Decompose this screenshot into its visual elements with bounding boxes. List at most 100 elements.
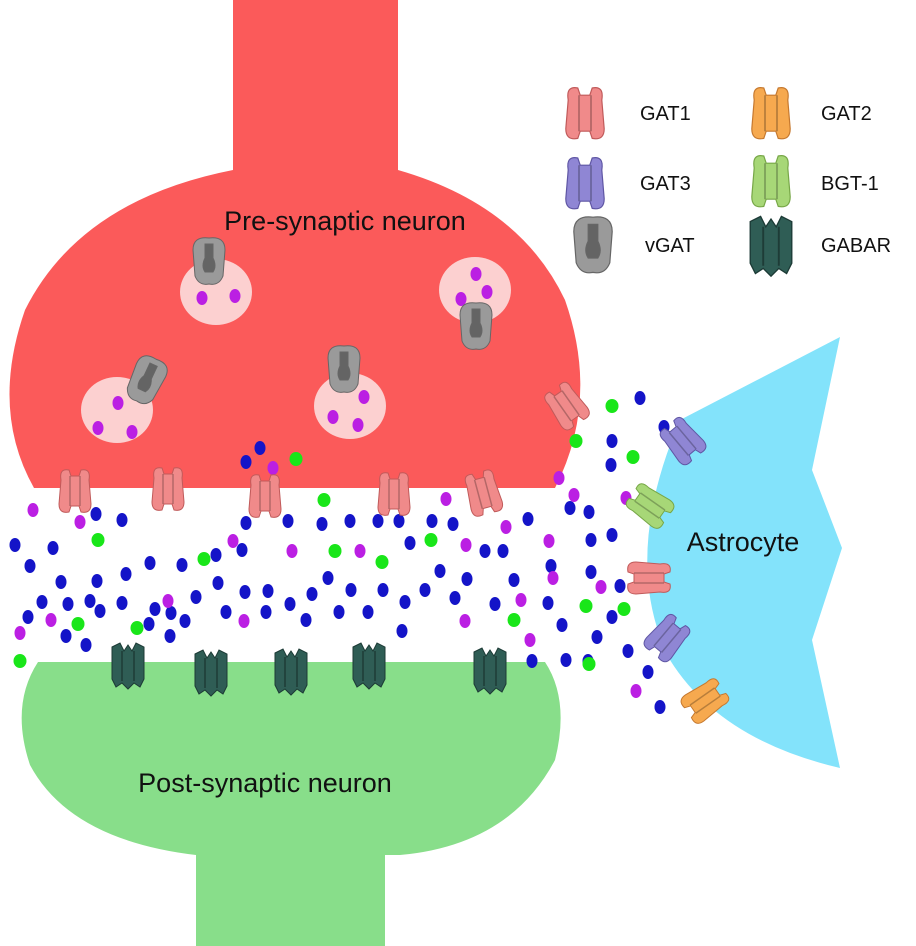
gaba-molecule-dot [583, 505, 595, 519]
purple-molecule-dot [45, 613, 57, 627]
purple-molecule-dot [267, 461, 279, 475]
green-molecule-dot [328, 544, 342, 558]
purple-molecule-dot [27, 503, 39, 517]
bgt1-transporter-icon [750, 154, 792, 208]
gaba-molecule-dot [396, 624, 408, 638]
gaba-molecule-dot [642, 665, 654, 679]
green-molecule-dot [289, 452, 303, 466]
purple-molecule-dot [286, 544, 298, 558]
gaba-molecule-dot [306, 587, 318, 601]
gaba-molecule-dot [404, 536, 416, 550]
gabar-receptor-icon [352, 642, 386, 690]
purple-molecule-dot [112, 396, 124, 410]
gaba-molecule-dot [333, 605, 345, 619]
vgat-transporter-icon [192, 237, 226, 285]
purple-molecule-dot [470, 267, 482, 281]
gaba-molecule-dot [62, 597, 74, 611]
gabar-receptor-icon [111, 642, 145, 690]
gaba-molecule-dot [591, 630, 603, 644]
vgat-transporter-icon [327, 345, 361, 393]
green-molecule-dot [130, 621, 144, 635]
legend-item-gat2: GAT2 [750, 86, 872, 140]
gaba-molecule-dot [372, 514, 384, 528]
gabar-receptor-icon [749, 215, 793, 278]
gaba-molecule-dot [522, 512, 534, 526]
purple-molecule-dot [459, 614, 471, 628]
legend-label-gabar: GABAR [821, 235, 891, 257]
gaba-molecule-dot [344, 514, 356, 528]
gaba-molecule-dot [22, 610, 34, 624]
legend-item-vgat: vGAT [573, 216, 695, 274]
gat3-transporter-icon [564, 156, 606, 210]
green-molecule-dot [424, 533, 438, 547]
gaba-molecule-dot [362, 605, 374, 619]
pre-synaptic-label: Pre-synaptic neuron [224, 206, 466, 236]
gaba-molecule-dot [165, 606, 177, 620]
green-molecule-dot [582, 657, 596, 671]
gabar-receptor-icon [473, 647, 507, 695]
gaba-molecule-dot [47, 541, 59, 555]
gaba-molecule-dot [634, 391, 646, 405]
gaba-molecule-dot [91, 574, 103, 588]
gaba-molecule-dot [36, 595, 48, 609]
legend-label-vgat: vGAT [645, 235, 695, 257]
gaba-molecule-dot [654, 700, 666, 714]
gaba-molecule-dot [240, 455, 252, 469]
gaba-molecule-dot [94, 604, 106, 618]
gaba-molecule-dot [120, 567, 132, 581]
gaba-molecule-dot [560, 653, 572, 667]
gaba-molecule-dot [605, 458, 617, 472]
purple-molecule-dot [229, 289, 241, 303]
gaba-molecule-dot [393, 514, 405, 528]
purple-molecule-dot [568, 488, 580, 502]
gaba-molecule-dot [479, 544, 491, 558]
gaba-molecule-dot [622, 644, 634, 658]
green-molecule-dot [626, 450, 640, 464]
purple-molecule-dot [196, 291, 208, 305]
gaba-molecule-dot [449, 591, 461, 605]
green-molecule-dot [375, 555, 389, 569]
purple-molecule-dot [14, 626, 26, 640]
gaba-molecule-dot [564, 501, 576, 515]
gaba-molecule-dot [282, 514, 294, 528]
purple-molecule-dot [547, 571, 559, 585]
legend-label-gat2: GAT2 [821, 103, 872, 125]
gat1-transporter-icon [58, 468, 92, 514]
legend: GAT1 GAT2 GAT3 BGT-1 vGAT GABAR [564, 86, 891, 278]
gaba-molecule-dot [262, 584, 274, 598]
vgat-transporter-icon [459, 302, 493, 350]
gaba-molecule-dot [345, 583, 357, 597]
gat1-transporter-icon [564, 86, 606, 140]
legend-item-gat1: GAT1 [564, 86, 691, 140]
gaba-molecule-dot [190, 590, 202, 604]
vgat-transporter-icon [573, 216, 613, 274]
legend-item-gat3: GAT3 [564, 156, 691, 210]
gaba-molecule-dot [260, 605, 272, 619]
gaba-molecule-dot [239, 585, 251, 599]
purple-molecule-dot [74, 515, 86, 529]
gaba-molecule-dot [489, 597, 501, 611]
purple-molecule-dot [460, 538, 472, 552]
gat1-transporter-icon [248, 473, 282, 519]
green-molecule-dot [197, 552, 211, 566]
gaba-molecule-dot [240, 516, 252, 530]
gaba-molecule-dot [426, 514, 438, 528]
gaba-molecule-dot [9, 538, 21, 552]
gat1-transporter-icon [377, 471, 411, 517]
post-synaptic-label: Post-synaptic neuron [138, 768, 392, 798]
post-synaptic-neuron [21, 662, 561, 946]
legend-label-bgt1: BGT-1 [821, 173, 879, 195]
gaba-molecule-dot [606, 528, 618, 542]
gaba-molecule-dot [545, 559, 557, 573]
green-molecule-dot [569, 434, 583, 448]
purple-molecule-dot [595, 580, 607, 594]
gaba-molecule-dot [254, 441, 266, 455]
green-molecule-dot [507, 613, 521, 627]
gaba-molecule-dot [447, 517, 459, 531]
legend-item-bgt1: BGT-1 [750, 154, 879, 208]
green-molecule-dot [71, 617, 85, 631]
gaba-molecule-dot [176, 558, 188, 572]
gabar-receptor-icon [274, 648, 308, 696]
green-molecule-dot [13, 654, 27, 668]
gaba-molecule-dot [614, 579, 626, 593]
